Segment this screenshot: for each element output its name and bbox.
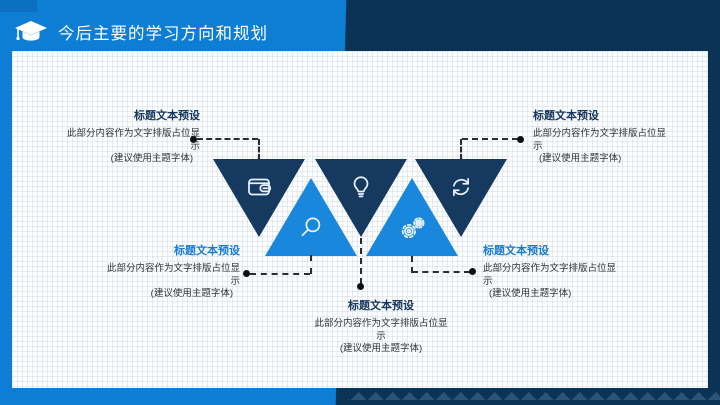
item-title: 标题文本预设 <box>134 110 200 122</box>
connector-bottom-left-vertical <box>310 255 312 274</box>
item-desc-line1: 此部分内容作为文字排版占位显 <box>106 263 240 274</box>
label-block-top-right: 标题文本预设 此部分内容作为文字排版占位显 示 (建议使用主题字体) <box>533 109 693 166</box>
connector-top-left-horizontal <box>197 138 258 140</box>
slide-header: 今后主要的学习方向和规划 <box>13 18 268 46</box>
connector-top-left-vertical <box>258 139 260 160</box>
magnifier-icon <box>301 217 321 237</box>
wallet-icon <box>248 178 272 196</box>
item-title: 标题文本预设 <box>533 110 599 122</box>
label-block-bottom-center: 标题文本预设 此部分内容作为文字排版占位显 示 (建议使用主题字体) <box>303 299 459 356</box>
item-desc-line2: 示 <box>230 275 240 287</box>
connector-center-dot <box>357 283 364 290</box>
item-desc-line2: 示 <box>190 140 200 152</box>
item-title: 标题文本预设 <box>483 245 549 257</box>
connector-top-right-horizontal <box>462 138 518 140</box>
item-title: 标题文本预设 <box>348 300 414 312</box>
connector-bottom-left-horizontal <box>250 273 310 275</box>
item-note: (建议使用主题字体) <box>539 153 622 164</box>
corner-accent <box>0 0 37 12</box>
label-block-bottom-left: 标题文本预设 此部分内容作为文字排版占位显 示 (建议使用主题字体) <box>80 244 240 301</box>
footer-triangle-pattern <box>348 387 720 405</box>
gears-icon <box>401 217 425 239</box>
label-block-top-left: 标题文本预设 此部分内容作为文字排版占位显 示 (建议使用主题字体) <box>40 109 200 166</box>
item-desc-line2: 示 <box>533 140 543 152</box>
label-block-bottom-right: 标题文本预设 此部分内容作为文字排版占位显 示 (建议使用主题字体) <box>483 244 643 301</box>
item-title: 标题文本预设 <box>174 245 240 257</box>
connector-bottom-right-dot <box>469 268 476 275</box>
graduation-cap-icon <box>15 21 47 41</box>
item-desc-line1: 此部分内容作为文字排版占位显 <box>66 128 200 139</box>
item-desc-line2: 示 <box>376 330 386 342</box>
item-desc-line2: 示 <box>483 275 493 287</box>
connector-top-left-dot <box>190 136 197 143</box>
item-note: (建议使用主题字体) <box>150 288 233 299</box>
item-note: (建议使用主题字体) <box>489 288 572 299</box>
item-note: (建议使用主题字体) <box>339 343 423 354</box>
item-desc-line1: 此部分内容作为文字排版占位显 <box>314 318 448 329</box>
connector-bottom-left-dot <box>243 270 250 277</box>
item-desc-line1: 此部分内容作为文字排版占位显 <box>483 263 617 274</box>
page-title: 今后主要的学习方向和规划 <box>58 25 268 43</box>
connector-bottom-right-horizontal <box>412 271 470 273</box>
connector-bottom-right-vertical <box>411 256 413 273</box>
connector-top-right-vertical <box>460 139 462 160</box>
connector-center-vertical <box>360 238 362 284</box>
item-desc-line1: 此部分内容作为文字排版占位显 <box>533 128 667 139</box>
connector-top-right-dot <box>517 136 524 143</box>
lightbulb-icon <box>353 176 369 198</box>
item-note: (建议使用主题字体) <box>110 153 193 164</box>
refresh-icon <box>453 178 469 196</box>
